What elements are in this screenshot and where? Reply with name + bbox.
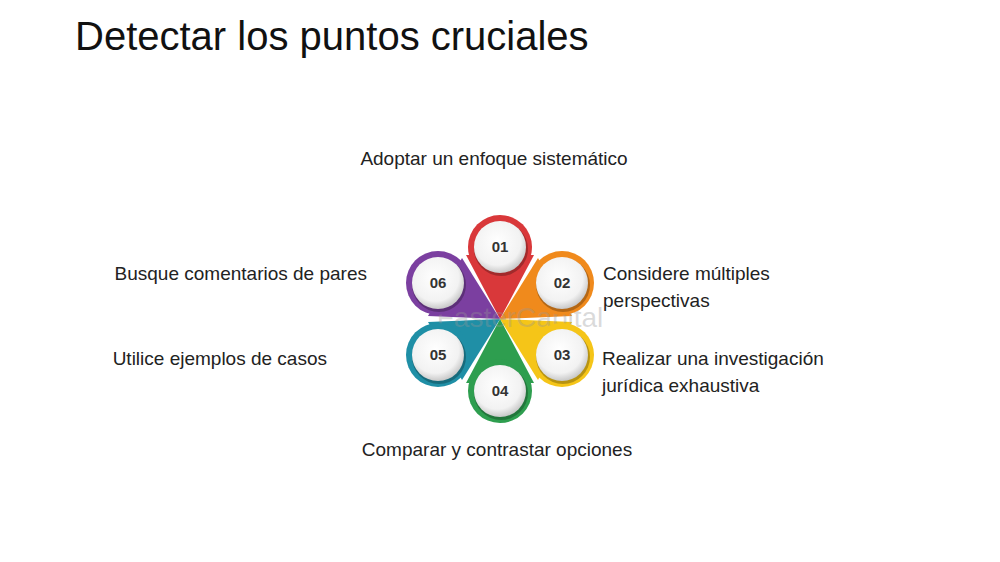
step-circle: 04Comparar y contrastar opciones [468,359,532,423]
callout-number: 02 [530,251,594,315]
step-description: Realizar una investigación jurídica exha… [602,345,872,399]
diagram-title: Detectar los puntos cruciales [75,14,589,59]
step-description: Considere múltiples perspectivas [603,260,813,314]
step-description: Adoptar un enfoque sistemático [294,145,694,172]
step-description: Busque comentarios de pares [67,260,367,287]
callout-number: 03 [530,323,594,387]
step-circle: 01Adoptar un enfoque sistemático [468,215,532,279]
step-circle: 02Considere múltiples perspectivas [530,251,594,315]
callout-number: 01 [468,215,532,279]
step-circle: 05Utilice ejemplos de casos [406,323,470,387]
step-description: Comparar y contrastar opciones [297,436,697,463]
step-description: Utilice ejemplos de casos [27,345,327,372]
step-circle: 06Busque comentarios de pares [406,251,470,315]
callout-number: 04 [468,359,532,423]
callout-number: 05 [406,323,470,387]
callout-number: 06 [406,251,470,315]
step-circle: 03Realizar una investigación jurídica ex… [530,323,594,387]
